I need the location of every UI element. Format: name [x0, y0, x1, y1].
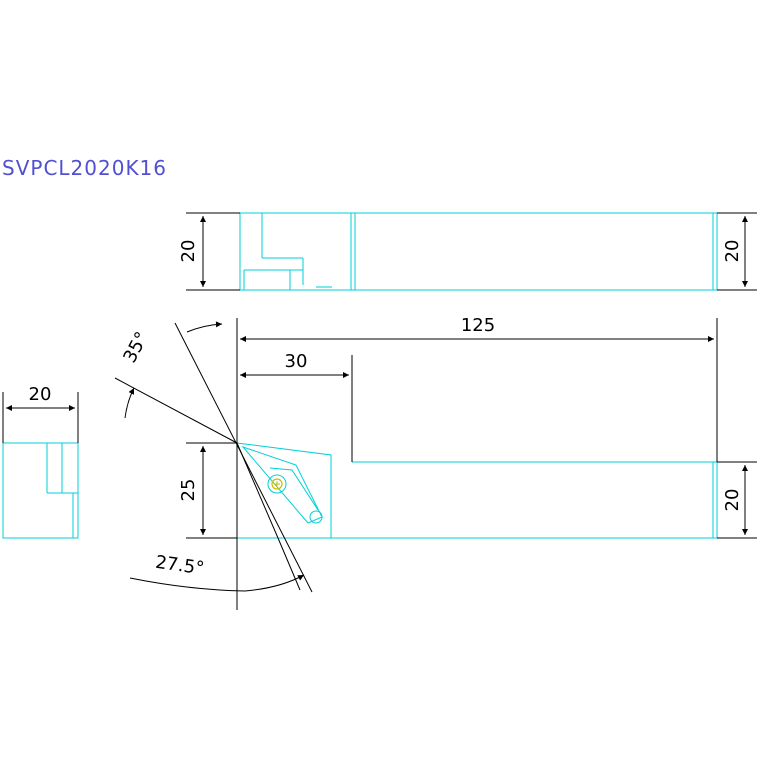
- dim-shank-height: 20: [722, 489, 743, 512]
- top-view: [239, 212, 718, 291]
- dim-clearance-angle: 27.5°: [154, 552, 206, 580]
- dim-approach-angle: 35°: [119, 328, 153, 366]
- end-view-dimensions: [2, 392, 79, 443]
- end-view: [2, 442, 79, 539]
- dim-head-offset: 25: [178, 479, 199, 502]
- dim-end-view-width: 20: [29, 384, 52, 405]
- insert-screw-icon: [267, 474, 287, 494]
- dim-top-right-height: 20: [722, 240, 743, 263]
- top-view-dimensions: [186, 212, 757, 291]
- dim-head-length: 30: [285, 351, 308, 372]
- dim-overall-length: 125: [461, 315, 495, 336]
- front-view-dimensions: [114, 318, 757, 610]
- dim-top-left-height: 20: [178, 240, 199, 263]
- drawing-title: SVPCL2020K16: [2, 156, 167, 180]
- front-view: [236, 442, 718, 539]
